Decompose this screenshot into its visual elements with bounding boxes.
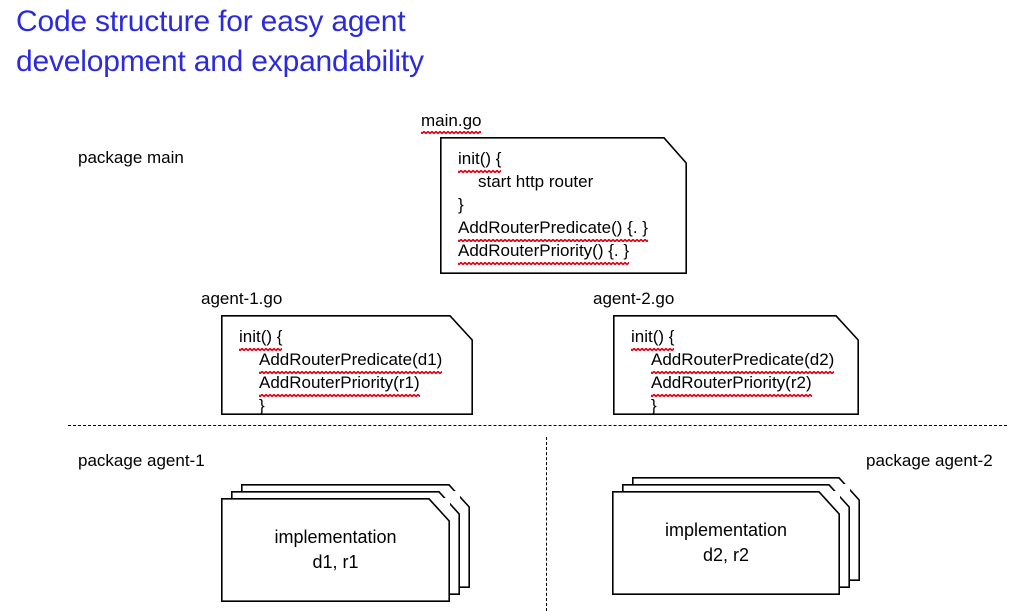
file-label-agent-2-go: agent-2.go [593,289,675,308]
code-text: AddRouterPredicate(d2) [651,350,835,374]
code-line: AddRouterPredicate(d2) [631,348,835,374]
code-line: } [631,394,834,417]
code-line: init() { [631,325,834,351]
file-label-agent-1-go: agent-1.go [201,289,283,308]
code-line: AddRouterPriority() {. } [458,239,648,265]
document-agent-2-go: init() { AddRouterPredicate(d2) AddRoute… [613,315,859,415]
document-outline [612,491,840,595]
code-text: AddRouterPredicate(d1) [259,350,443,374]
implementation-line-1: implementation [664,520,788,540]
page-title: Code structure for easy agent developmen… [16,5,424,78]
code-line: AddRouterPredicate(d1) [239,348,443,374]
implementation-stack-left-layer-1: implementation d1, r1 [221,498,450,602]
code-text: init() { [458,149,502,173]
code-text: } [458,195,464,214]
code-text: AddRouterPriority() {. } [458,241,630,265]
document-outline [221,498,450,602]
code-text: start http router [478,172,594,191]
implementation-label-right: implementation d2, r2 [612,491,840,595]
code-text: init() { [631,327,675,351]
implementation-line-1: implementation [274,527,397,547]
spellcheck-underline-main-go: main.go [421,111,482,134]
code-text: } [259,396,265,415]
document-agent-1-go: init() { AddRouterPredicate(d1) AddRoute… [221,315,473,415]
code-line: init() { [239,325,442,351]
code-line: } [239,394,442,417]
code-block-agent-2-go: init() { AddRouterPredicate(d2) AddRoute… [613,315,835,417]
document-outline-main-go [440,137,687,274]
label-package-agent-2: package agent-2 [866,451,993,470]
code-text: } [651,396,657,415]
code-line: AddRouterPriority(r2) [631,371,834,397]
code-line: init() { [458,147,648,173]
code-line: } [458,193,648,216]
code-text: AddRouterPredicate() {. } [458,218,648,242]
label-package-main: package main [78,148,184,167]
implementation-line-2: d2, r2 [702,545,750,565]
code-text: AddRouterPriority(r1) [259,373,420,397]
implementation-label-left: implementation d1, r1 [221,498,450,602]
file-label-main-go: main.go [421,110,482,134]
vertical-dashed-separator [546,437,547,611]
code-text: AddRouterPriority(r2) [651,373,812,397]
code-block-main-go: init() { start http router } AddRouterPr… [440,137,648,265]
code-line: AddRouterPredicate() {. } [458,216,648,242]
code-line: AddRouterPriority(r1) [239,371,442,397]
document-outline-agent-2-go [613,315,859,415]
document-main-go: init() { start http router } AddRouterPr… [440,137,687,274]
label-package-agent-1: package agent-1 [78,451,205,470]
code-line: start http router [458,170,648,193]
code-block-agent-1-go: init() { AddRouterPredicate(d1) AddRoute… [221,315,443,417]
implementation-stack-right-layer-1: implementation d2, r2 [612,491,840,595]
document-outline-agent-1-go [221,315,473,415]
horizontal-dashed-separator [68,425,1007,426]
implementation-line-2: d1, r1 [312,552,359,572]
code-text: init() { [239,327,283,351]
